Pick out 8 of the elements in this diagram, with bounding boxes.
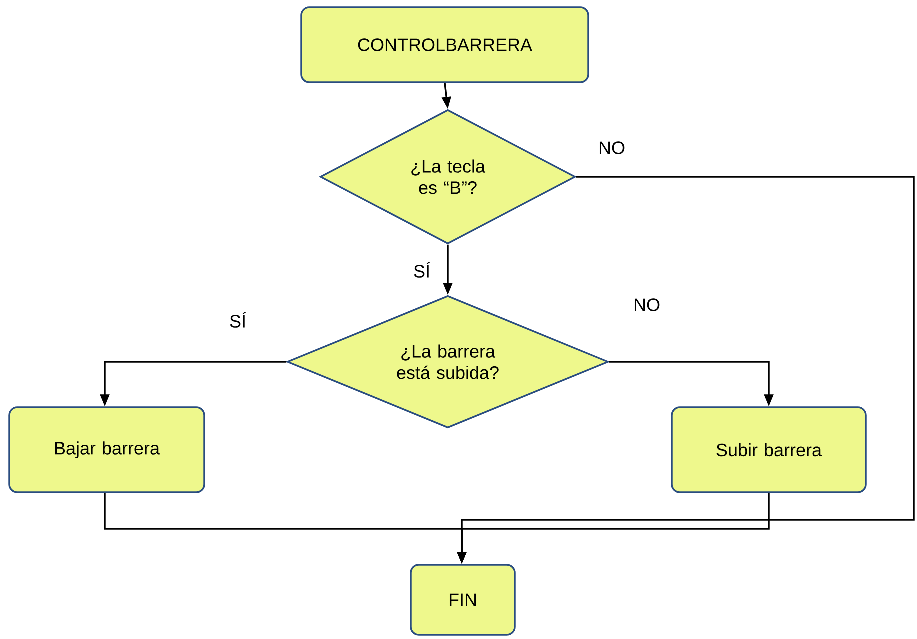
process-box: FIN bbox=[410, 564, 516, 636]
process-box: CONTROLBARRERA bbox=[300, 6, 590, 84]
edge-label: NO bbox=[632, 297, 662, 313]
process-box: Subir barrera bbox=[671, 406, 867, 494]
edge-label: SÍ bbox=[412, 260, 432, 280]
process-box: Bajar barrera bbox=[8, 406, 206, 494]
edge-label: SÍ bbox=[228, 310, 248, 330]
edge-label: NO bbox=[597, 140, 627, 156]
